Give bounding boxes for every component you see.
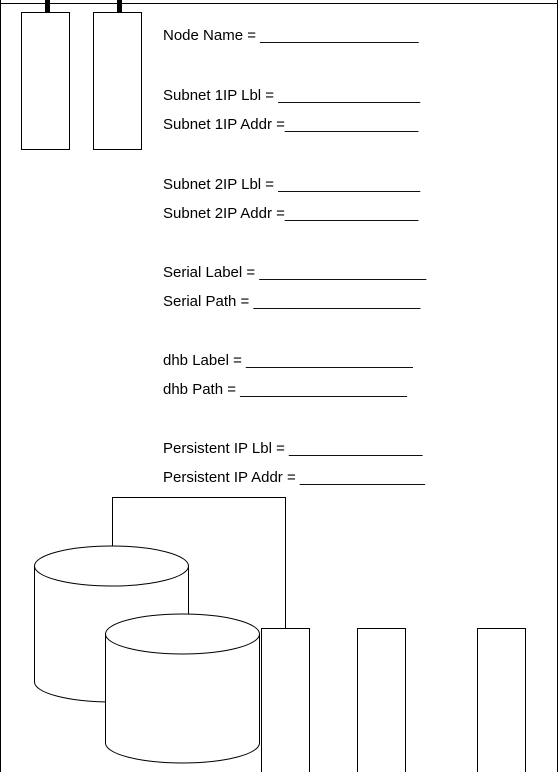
adapter-card-left (21, 12, 70, 150)
persistent-ip-address-line: Persistent IP Addr = _______________ (163, 469, 426, 486)
top-connector-bar-2 (117, 0, 122, 12)
adapter-card-right (93, 12, 142, 150)
lower-adapter-3 (477, 628, 526, 772)
persistent-ip-label-line: Persistent IP Lbl = ________________ (163, 440, 423, 457)
top-connector-bar-1 (45, 0, 50, 12)
serial-label-line: Serial Label = ____________________ (163, 264, 427, 281)
subnet1-label-line: Subnet 1IP Lbl = _________________ (163, 87, 421, 104)
subnet2-label-line: Subnet 2IP Lbl = _________________ (163, 176, 421, 193)
dhb-label-line: dhb Label = ____________________ (163, 352, 413, 369)
subnet1-address-line: Subnet 1IP Addr =________________ (163, 116, 419, 133)
serial-path-line: Serial Path = ____________________ (163, 293, 421, 310)
dhb-path-line: dhb Path = ____________________ (163, 381, 408, 398)
subnet2-address-line: Subnet 2IP Addr =________________ (163, 205, 419, 222)
lower-adapter-2 (357, 628, 406, 772)
shared-disk-front (105, 613, 260, 764)
lower-adapter-1 (261, 628, 310, 772)
node-name-line: Node Name = ___________________ (163, 27, 419, 44)
